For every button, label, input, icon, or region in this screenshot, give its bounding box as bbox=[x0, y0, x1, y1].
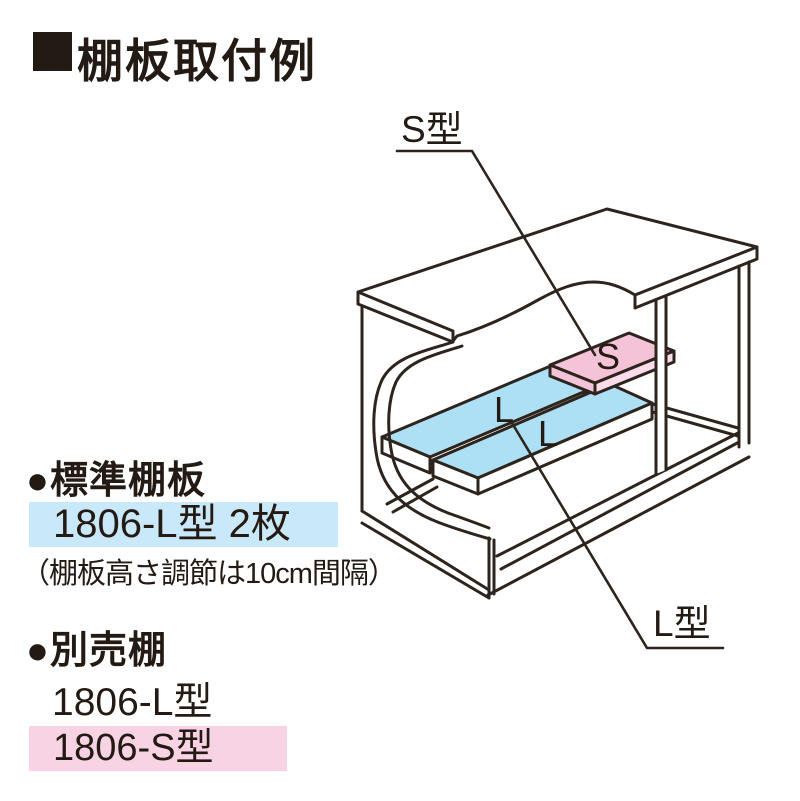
standard-shelf-item: 1806-L型 2枚 bbox=[53, 502, 291, 546]
l-shelf-edges bbox=[380, 401, 654, 496]
standard-shelf-item-highlight: 1806-L型 2枚 bbox=[29, 502, 338, 547]
structure-lines bbox=[356, 149, 759, 650]
cutaway-curve-inner bbox=[387, 344, 491, 530]
base-panel-edges bbox=[360, 509, 496, 600]
l-shelf-back-board-end bbox=[380, 435, 432, 475]
l-shelf-front-board-face bbox=[476, 401, 654, 496]
s-type-label: S型 bbox=[401, 109, 463, 150]
corner-post bbox=[737, 260, 751, 449]
title-square-icon bbox=[33, 32, 72, 71]
l-type-label: L型 bbox=[653, 603, 711, 644]
page-title: 棚板取付例 bbox=[77, 35, 317, 87]
cutaway-curve-outer bbox=[372, 340, 492, 541]
l-shelf-letter-1: L bbox=[494, 389, 515, 430]
roof-top-face bbox=[356, 207, 759, 343]
optional-shelf-item-s: 1806-S型 bbox=[53, 727, 214, 769]
s-type-leader-line bbox=[395, 149, 597, 357]
middle-post-fill bbox=[656, 296, 666, 474]
l-shelf-letter-2: L bbox=[538, 413, 559, 454]
l-type-leader-line bbox=[510, 421, 725, 650]
roof-fascia-edges bbox=[356, 245, 759, 344]
s-shelf-side-face bbox=[593, 349, 676, 396]
corner-post-fill bbox=[739, 262, 749, 447]
optional-shelf-heading: ●別売棚 bbox=[26, 630, 167, 672]
bottom-front-rail bbox=[486, 431, 751, 597]
optional-shelf-item-highlight: 1806-S型 bbox=[29, 726, 287, 771]
floor-rail-left-segment bbox=[385, 477, 439, 514]
shelf-height-note: （棚板高さ調節は10cm間隔） bbox=[21, 558, 397, 590]
standard-shelf-heading: ●標準棚板 bbox=[26, 460, 206, 502]
middle-post bbox=[654, 294, 668, 476]
s-shelf-letter: S bbox=[596, 336, 621, 377]
optional-shelf-item-l: 1806-L型 bbox=[52, 681, 213, 724]
